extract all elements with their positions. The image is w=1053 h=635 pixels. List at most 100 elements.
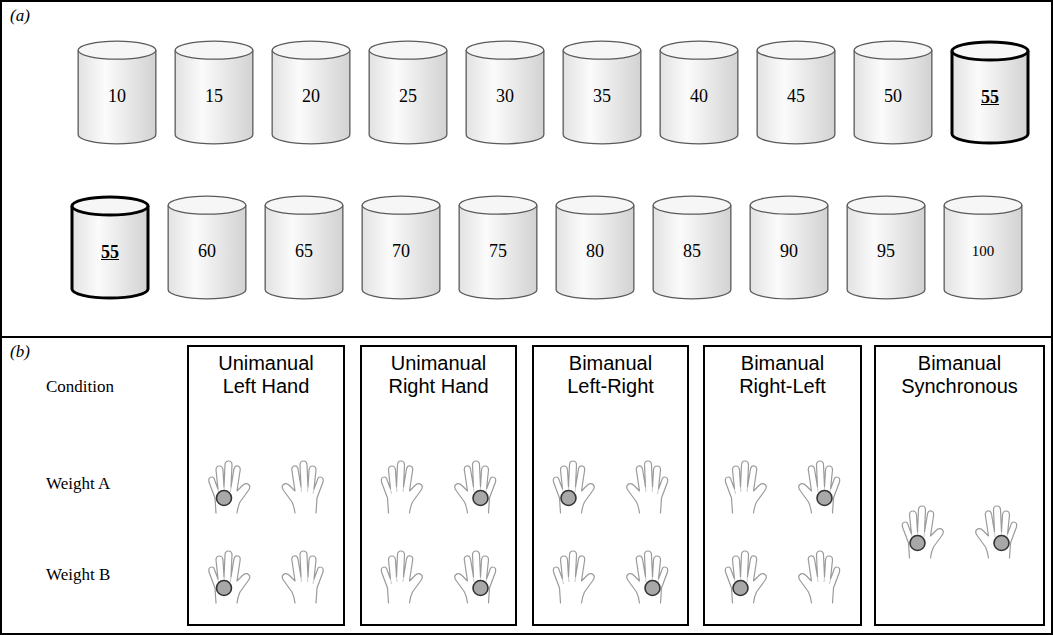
cylinder-body xyxy=(272,50,350,144)
weight-cylinder: 80 xyxy=(555,195,635,300)
panel-label: (b) xyxy=(10,342,30,362)
right-hand-icon xyxy=(282,461,323,513)
weight-dot xyxy=(561,491,576,506)
figure-panel: (b) Unimanual Left Hand Unimanual Right Ha… xyxy=(0,336,1053,635)
weight-value: 45 xyxy=(787,86,805,107)
weight-value: 25 xyxy=(399,86,417,107)
weight-value: 30 xyxy=(496,86,514,107)
cylinder-body xyxy=(750,205,828,299)
weight-dot xyxy=(473,581,488,596)
weight-cylinder: 20 xyxy=(271,40,351,145)
weight-cylinder: 75 xyxy=(458,195,538,300)
cylinder-label-area: 85 xyxy=(652,214,732,289)
cylinder-body xyxy=(653,205,731,299)
left-hand-icon xyxy=(553,461,594,513)
cylinder-body xyxy=(466,50,544,144)
condition-box: Bimanual Left-Right xyxy=(532,345,689,626)
cylinder-top xyxy=(944,196,1022,214)
right-hand-icon xyxy=(455,461,496,513)
cylinder-label-area: 20 xyxy=(271,59,351,134)
left-hand-icon xyxy=(209,551,250,603)
weight-value: 50 xyxy=(884,86,902,107)
cylinder-body xyxy=(660,50,738,144)
weight-dot xyxy=(910,536,925,551)
weight-cylinder: 25 xyxy=(368,40,448,145)
right-hand-icon xyxy=(799,551,840,603)
row-label: Weight A xyxy=(46,474,110,494)
weight-cylinder: 65 xyxy=(264,195,344,300)
cylinder-top xyxy=(362,196,440,214)
weight-dot xyxy=(645,581,660,596)
weight-cylinder: 100 xyxy=(943,195,1023,300)
cylinder-label-area: 60 xyxy=(167,214,247,289)
right-hand-icon xyxy=(976,506,1017,558)
cylinder-top xyxy=(175,41,253,59)
cylinder-body xyxy=(563,50,641,144)
weight-value: 55 xyxy=(981,87,999,108)
cylinder-label-area: 55 xyxy=(950,60,1030,134)
weight-value: 100 xyxy=(972,243,995,260)
weight-cylinder: 45 xyxy=(756,40,836,145)
left-hand-icon xyxy=(381,461,422,513)
cylinder-top xyxy=(750,196,828,214)
cylinder-top xyxy=(466,41,544,59)
weight-cylinder: 95 xyxy=(846,195,926,300)
condition-title: Bimanual Synchronous xyxy=(900,352,1020,398)
weight-cylinder: 85 xyxy=(652,195,732,300)
cylinder-label-area: 45 xyxy=(756,59,836,134)
cylinder-top xyxy=(854,41,932,59)
left-hand-icon xyxy=(902,506,943,558)
cylinder-label-area: 95 xyxy=(846,214,926,289)
condition-title: Unimanual Right Hand xyxy=(379,352,499,398)
cylinder-label-area: 65 xyxy=(264,214,344,289)
weight-cylinder: 40 xyxy=(659,40,739,145)
cylinder-label-area: 100 xyxy=(943,214,1023,289)
weight-value: 75 xyxy=(489,241,507,262)
cylinder-top xyxy=(660,41,738,59)
cylinder-label-area: 50 xyxy=(853,59,933,134)
condition-box: Unimanual Left Hand xyxy=(187,345,345,626)
cylinder-top xyxy=(563,41,641,59)
weight-dot xyxy=(217,581,232,596)
right-hand-icon xyxy=(627,551,668,603)
cylinder-label-area: 35 xyxy=(562,59,642,134)
cylinder-label-area: 80 xyxy=(555,214,635,289)
weight-value: 60 xyxy=(198,241,216,262)
cylinder-top xyxy=(653,196,731,214)
cylinder-label-area: 10 xyxy=(77,59,157,134)
weight-dot xyxy=(217,491,232,506)
condition-box: Unimanual Right Hand xyxy=(360,345,517,626)
weight-value: 80 xyxy=(586,241,604,262)
cylinder-body xyxy=(175,50,253,144)
weight-cylinder: 60 xyxy=(167,195,247,300)
weight-cylinder: 55 xyxy=(950,40,1030,145)
weight-cylinder: 70 xyxy=(361,195,441,300)
left-hand-icon xyxy=(381,551,422,603)
cylinder-body xyxy=(847,205,925,299)
cylinder-top xyxy=(847,196,925,214)
weight-value: 20 xyxy=(302,86,320,107)
condition-box: Bimanual Synchronous xyxy=(874,345,1045,626)
row-label: Condition xyxy=(46,377,114,397)
weight-cylinder: 30 xyxy=(465,40,545,145)
weight-value: 65 xyxy=(295,241,313,262)
weight-value: 85 xyxy=(683,241,701,262)
cylinder-top xyxy=(168,196,246,214)
cylinder-top xyxy=(72,197,148,215)
weight-value: 35 xyxy=(593,86,611,107)
cylinder-body xyxy=(944,205,1022,299)
left-hand-icon xyxy=(553,551,594,603)
cylinder-body xyxy=(556,205,634,299)
cylinder-label-area: 25 xyxy=(368,59,448,134)
cylinder-label-area: 30 xyxy=(465,59,545,134)
weight-value: 55 xyxy=(101,242,119,263)
cylinder-body xyxy=(459,205,537,299)
cylinder-label-area: 90 xyxy=(749,214,829,289)
right-hand-icon xyxy=(282,551,323,603)
figure-panel: (a)1015202530354045505555606570758085909… xyxy=(0,0,1053,338)
cylinder-label-area: 70 xyxy=(361,214,441,289)
right-hand-icon xyxy=(799,461,840,513)
cylinder-label-area: 75 xyxy=(458,214,538,289)
weight-value: 15 xyxy=(205,86,223,107)
condition-box: Bimanual Right-Left xyxy=(703,345,862,626)
